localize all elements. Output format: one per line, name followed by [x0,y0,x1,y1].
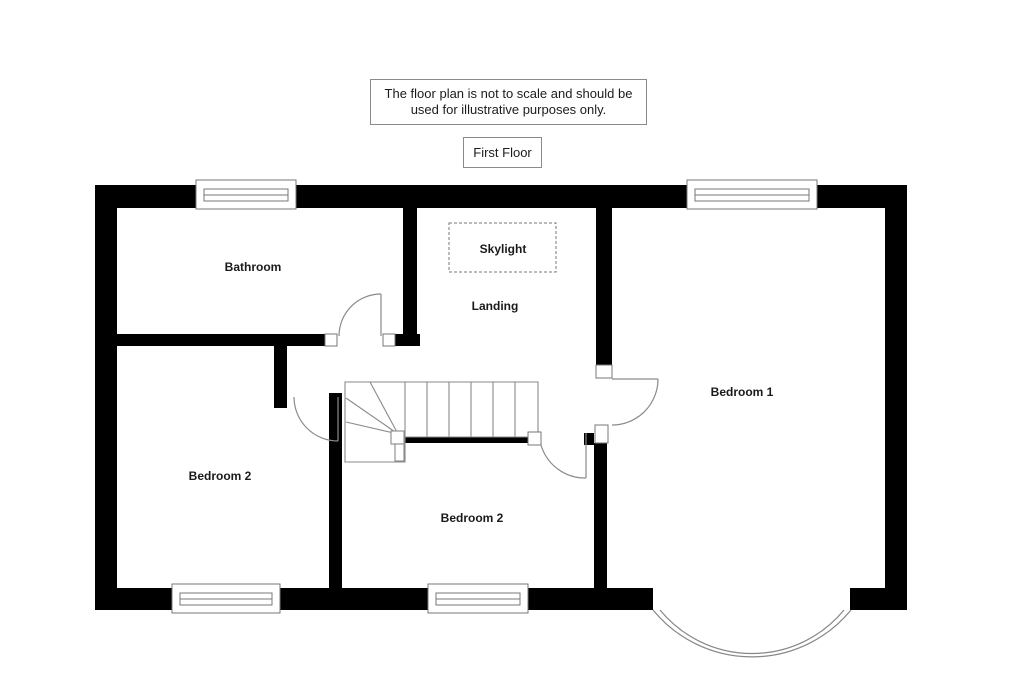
bay-window [652,609,852,658]
top-right-window [686,179,818,210]
stair-winder-line [369,381,399,435]
bathroom-door [338,293,382,337]
stair-winder-line [345,397,399,435]
label-bedroom1: Bedroom 1 [710,385,774,399]
handrail-end-jamb [527,431,542,446]
stair-handrail [402,437,533,443]
floor-title: First Floor [473,145,532,160]
disclaimer-line2: used for illustrative purposes only. [410,102,607,117]
bottom-left-window [171,583,281,614]
wall-bedroom2-divider [329,393,342,588]
stair-outline [344,381,539,463]
skylight-outline [448,222,557,273]
label-skylight: Skylight [479,242,527,256]
bathroom-door-jamb-right [382,333,396,347]
bedroom1-door-jamb-bottom [594,424,609,444]
wall-bedroom1-lower [594,443,607,588]
wall-bottom-right-stub [850,588,907,610]
top-left-window [195,179,297,210]
wall-bathroom-bottom [95,334,325,346]
bathroom-door-jamb-left [324,333,338,347]
wall-bedroom2-left-stub [274,346,287,408]
wall-left [95,185,117,610]
disclaimer-line1: The floor plan is not to scale and shoul… [384,86,633,101]
wall-right [885,185,907,610]
door-jambs [324,333,613,446]
wall-bathroom-right [403,208,417,346]
disclaimer-box: The floor plan is not to scale and shoul… [370,79,647,125]
label-bedroom2-left: Bedroom 2 [188,469,252,483]
bottom-middle-window [427,583,529,614]
staircase [344,381,539,463]
bedroom2-left-door [293,396,339,442]
stair-newel-base [394,443,405,462]
label-landing: Landing [471,299,519,313]
label-bathroom: Bathroom [224,260,282,274]
bedroom1-door [611,378,659,426]
bedroom2-middle-door [540,433,587,479]
wall-door-stub [584,433,594,445]
bedroom1-door-jamb-top [595,364,613,379]
floor-title-box: First Floor [463,137,542,168]
doors [293,293,659,479]
wall-landing-bedroom1 [596,208,612,365]
windows [171,179,818,614]
stair-winder-line [345,421,399,435]
stair-newel-post [390,430,405,445]
label-bedroom2-middle: Bedroom 2 [440,511,504,525]
